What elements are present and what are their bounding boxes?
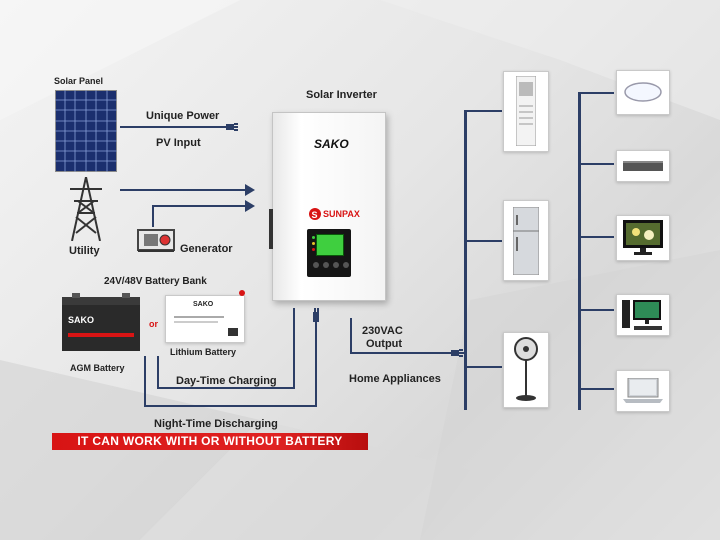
appliance-set-top-box (616, 150, 670, 182)
indicator-led (312, 242, 315, 245)
lcd-screen (316, 234, 344, 256)
utility-label: Utility (69, 245, 100, 257)
arrow-right-icon (245, 184, 255, 196)
laptop-icon (623, 378, 663, 403)
wire-day-left2 (157, 356, 159, 388)
wire-pc (578, 309, 614, 311)
wire-fan (464, 366, 502, 368)
appliance-air-conditioner (503, 71, 549, 152)
generator-icon (137, 229, 175, 252)
wire-tv (578, 236, 614, 238)
appliance-laptop (616, 370, 670, 412)
arrow-right-icon (245, 200, 255, 212)
indicator-led (312, 236, 315, 239)
wire-night-up (315, 318, 317, 407)
brand-logo-icon: SAKO (193, 301, 214, 307)
or-label: or (149, 319, 158, 329)
appliance-desktop-computer (616, 294, 670, 336)
solar-panel-icon (55, 90, 117, 172)
wire-generator (152, 205, 248, 207)
solar-panel-label: Solar Panel (54, 76, 104, 86)
control-button[interactable] (343, 262, 349, 268)
wire-day-up (293, 308, 295, 389)
generator-label: Generator (180, 243, 233, 255)
inverter-sub-brand: SUNPAX (323, 209, 360, 219)
ceiling-light-icon (624, 82, 662, 102)
battery-banner: IT CAN WORK WITH OR WITHOUT BATTERY (52, 433, 368, 450)
wire-utility (120, 189, 248, 191)
output-voltage-label: 230VAC (362, 325, 403, 337)
wire-fridge (464, 240, 502, 242)
plug-icon (313, 308, 319, 322)
refrigerator-icon (513, 207, 539, 275)
wire-ac (464, 110, 502, 112)
lithium-battery-box (165, 295, 245, 343)
side-bracket (269, 209, 273, 249)
appliance-ceiling-light (616, 70, 670, 115)
appliance-tv (616, 215, 670, 261)
bus-middle (464, 110, 467, 410)
utility-tower-icon (70, 177, 102, 241)
unique-power-label: Unique Power (146, 110, 220, 122)
wire-generator-up (152, 205, 154, 227)
red-dot-icon (239, 290, 245, 296)
wire-laptop (578, 388, 614, 390)
day-time-charging-label: Day-Time Charging (176, 375, 277, 387)
inverter-brand: SAKO (314, 137, 349, 151)
desktop-computer-icon (622, 300, 662, 330)
agm-battery-icon: SAKO (62, 293, 140, 351)
plug-icon (451, 349, 463, 357)
svg-text:SAKO: SAKO (68, 315, 94, 325)
indicator-led (312, 248, 315, 251)
air-conditioner-icon (516, 76, 536, 146)
svg-text:S: S (312, 210, 318, 220)
sunpax-logo-icon: S (309, 208, 321, 220)
agm-battery-label: AGM Battery (70, 363, 125, 373)
inverter-title: Solar Inverter (306, 89, 377, 101)
wire-day (157, 387, 294, 389)
battery-bank-label: 24V/48V Battery Bank (104, 276, 207, 287)
control-button[interactable] (333, 262, 339, 268)
standing-fan-icon (514, 337, 538, 401)
wire-pv-input (120, 126, 238, 128)
home-appliances-label: Home Appliances (349, 373, 441, 385)
wire-light (578, 92, 614, 94)
wire-stb (578, 163, 614, 165)
pv-input-label: PV Input (156, 137, 201, 149)
wire-output (350, 352, 465, 354)
lithium-battery-label: Lithium Battery (170, 347, 237, 357)
appliance-refrigerator (503, 200, 549, 281)
bus-right (578, 92, 581, 410)
output-label: Output (366, 338, 403, 350)
plug-icon (226, 123, 238, 131)
set-top-box-icon (623, 161, 663, 171)
wire-day-left (144, 356, 146, 406)
appliance-standing-fan (503, 332, 549, 408)
control-button[interactable] (313, 262, 319, 268)
wire-night (144, 405, 316, 407)
tv-icon (623, 220, 663, 255)
inverter-control-panel (307, 229, 351, 277)
wire-output-down (350, 318, 352, 353)
night-time-discharging-label: Night-Time Discharging (154, 418, 278, 430)
svg-text:SAKO: SAKO (193, 301, 214, 307)
control-button[interactable] (323, 262, 329, 268)
